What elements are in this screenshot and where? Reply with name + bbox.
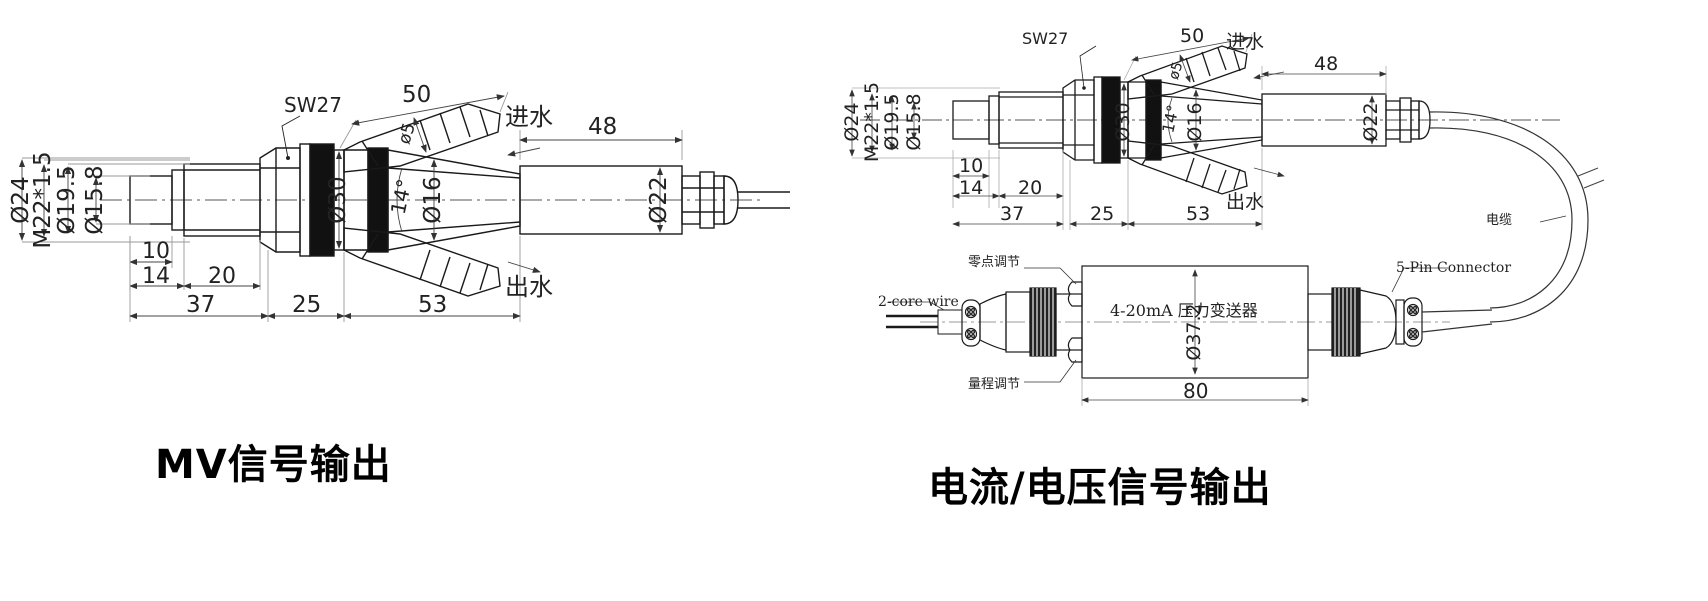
dim-14-right: 14 [959,177,983,199]
transmitter-text: Ø37.2 80 4-20mA 压力变送器 零点调节 量程调节 2-core w… [878,255,1511,403]
dim-48-left: 48 [588,114,617,140]
label-outlet-left: 出水 [505,273,553,301]
dim-d195-left: Ø19.5 [54,165,80,234]
dim-20-right: 20 [1018,177,1042,199]
label-span-adjust: 量程调节 [968,377,1020,392]
left-dimension-text: Ø24 M22*1.5 Ø19.5 Ø15.8 Ø30 Ø16 ø5 Ø22 1… [8,82,672,318]
label-inlet-right: 进水 [1226,31,1264,53]
dim-thread-left: M22*1.5 [30,151,56,248]
right-outlet-barb [1127,140,1248,195]
dim-d16-left: Ø16 [420,176,446,223]
caption-right: 电流/电压信号输出 [928,465,1272,511]
label-cable-right: 电缆 [1486,212,1512,228]
label-sw27-right: SW27 [1022,29,1068,48]
right-cone-body [1127,79,1263,161]
right-cable-curve [1429,111,1605,323]
dim-48-right: 48 [1314,53,1338,75]
dim-53-right: 53 [1186,203,1210,225]
right-dimension-lines [849,33,1567,230]
dim-d158-right: Ø15.8 [903,93,925,150]
left-dimension-lines [18,91,683,322]
left-assembly-drawing [100,103,790,297]
dim-angle-left: 14° [386,177,417,217]
left-cable-gland [681,171,739,229]
dim-37-left: 37 [186,292,215,318]
caption-left: MV信号输出 [155,442,392,488]
dim-d22-right: Ø22 [1360,102,1382,141]
label-outlet-right: 出水 [1226,191,1264,213]
label-zero-adjust: 零点调节 [968,255,1020,270]
dim-d158-left: Ø15.8 [82,165,108,234]
dim-d30-right: Ø30 [1112,102,1134,141]
dim-14-left: 14 [142,264,170,289]
dim-thread-right: M22*1.5 [861,82,883,162]
right-cable-gland-top [1385,97,1431,143]
label-2core-wire: 2-core wire [878,294,959,310]
dim-d16-right: Ø16 [1184,102,1206,141]
right-connector [1307,287,1423,357]
left-outlet-barb [343,227,501,297]
dim-20-left: 20 [208,264,236,289]
dim-25-left: 25 [292,292,321,318]
right-dimension-text: Ø24 M22*1.5 Ø19.5 Ø15.8 Ø30 Ø16 ø5 Ø22 1… [841,25,1512,228]
left-collar [299,143,345,257]
label-inlet-left: 进水 [505,103,553,131]
label-transmitter: 4-20mA 压力变送器 [1110,301,1258,320]
dim-d24-right: Ø24 [841,102,863,141]
dim-50-left: 50 [402,82,431,108]
zero-adjust-port [1067,281,1083,307]
dim-80: 80 [1183,379,1208,403]
dim-d5-right: ø5 [1166,60,1186,81]
dim-d195-right: Ø19.5 [881,93,903,150]
dim-10-right: 10 [959,155,983,177]
left-connector [979,287,1083,357]
dim-10-left: 10 [142,239,170,264]
transmitter-dimension-lines [888,267,1448,406]
dim-d24-left: Ø24 [8,176,34,223]
dim-37-right: 37 [1000,203,1024,225]
left-cable [738,191,790,209]
dim-angle-right: 14° [1158,103,1182,135]
dim-25-right: 25 [1090,203,1114,225]
dim-d30-left: Ø30 [325,176,351,223]
dim-53-left: 53 [418,292,447,318]
left-pin-block [961,299,981,347]
transmitter-drawing [886,265,1493,379]
dim-50-right: 50 [1180,25,1204,47]
span-adjust-port [1067,337,1083,363]
dim-d372: Ø37.2 [1183,303,1205,360]
dim-d22-left: Ø22 [646,176,672,223]
label-5pin-connector: 5-Pin Connector [1396,260,1511,276]
label-sw27-left: SW27 [284,93,342,117]
